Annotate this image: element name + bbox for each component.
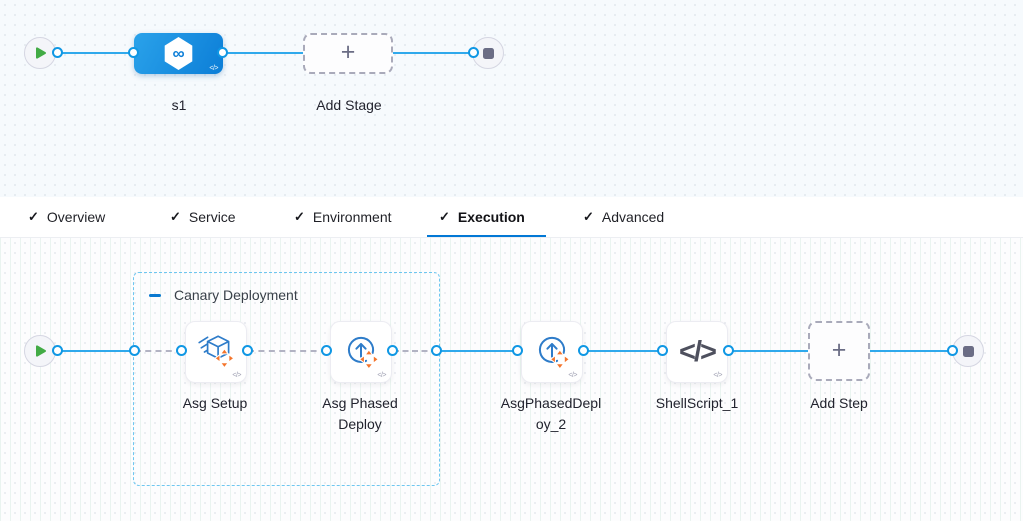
active-tab-underline [427, 235, 546, 237]
connector-node[interactable] [578, 345, 589, 356]
add-step-button[interactable]: + [808, 321, 870, 381]
step-group-canary-deployment[interactable]: Canary Deployment [133, 272, 440, 486]
connector-node[interactable] [657, 345, 668, 356]
execution-graph-canvas[interactable]: Canary Deployment [0, 238, 1023, 521]
step-node-asg-phased-deploy-2[interactable]: </> [521, 321, 583, 383]
infinity-glyph: ∞ [172, 44, 185, 63]
code-view-icon[interactable]: </> [377, 372, 386, 379]
collapse-group-icon[interactable] [149, 293, 161, 297]
stage-node-s1[interactable]: ∞ </> [134, 33, 223, 74]
step-node-asg-setup[interactable]: </> [185, 321, 247, 383]
stop-icon [482, 47, 494, 59]
tab-advanced[interactable]: ✓ Advanced [583, 209, 665, 225]
connector-node[interactable] [468, 47, 479, 58]
group-label[interactable]: Canary Deployment [174, 287, 298, 303]
tab-environment[interactable]: ✓ Environment [294, 209, 392, 225]
plus-icon: + [831, 335, 847, 364]
connector-node[interactable] [512, 345, 523, 356]
tab-service[interactable]: ✓ Service [170, 209, 236, 225]
execution-start-node[interactable] [24, 335, 56, 367]
connector-line [729, 350, 808, 352]
stage-graph-canvas[interactable]: ∞ </> + s1 Add Stage [0, 0, 1023, 197]
code-view-icon[interactable]: </> [232, 372, 241, 379]
check-icon: ✓ [28, 209, 39, 224]
code-view-icon[interactable]: </> [713, 372, 722, 379]
check-icon: ✓ [294, 209, 305, 224]
stage-config-tabs: ✓ Overview ✓ Service ✓ Environment ✓ Exe… [0, 197, 1023, 238]
connector-line-dashed [393, 350, 437, 352]
connector-node[interactable] [52, 345, 63, 356]
code-view-icon[interactable]: </> [568, 372, 577, 379]
connector-node[interactable] [947, 345, 958, 356]
connector-line [393, 52, 469, 54]
connector-node[interactable] [217, 47, 228, 58]
tab-execution[interactable]: ✓ Execution [439, 209, 525, 225]
connector-line-dashed [135, 350, 182, 352]
connector-line [437, 350, 518, 352]
asg-phased-deploy-icon [347, 336, 380, 370]
connector-node[interactable] [723, 345, 734, 356]
connector-node[interactable] [431, 345, 442, 356]
add-stage-button[interactable]: + [303, 33, 393, 74]
plus-icon: + [340, 38, 356, 66]
tab-overview[interactable]: ✓ Overview [28, 209, 106, 225]
step-node-asg-phased-deploy[interactable]: </> [330, 321, 392, 383]
connector-node[interactable] [387, 345, 398, 356]
connector-node[interactable] [176, 345, 187, 356]
step-label[interactable]: Asg Phased Deploy [322, 395, 398, 432]
code-view-icon[interactable]: </> [209, 65, 218, 72]
connector-line [223, 52, 303, 54]
play-icon [35, 345, 46, 357]
add-stage-label[interactable]: Add Stage [316, 97, 382, 113]
connector-node[interactable] [129, 345, 140, 356]
step-label[interactable]: Asg Setup [182, 395, 248, 411]
asg-phased-deploy-icon [538, 336, 571, 370]
shell-script-icon: </> [679, 335, 717, 368]
step-label[interactable]: ShellScript_1 [655, 395, 739, 411]
connector-line [584, 350, 663, 352]
connector-line [57, 350, 135, 352]
connector-node[interactable] [128, 47, 139, 58]
connector-line [870, 350, 948, 352]
cd-stage-icon: ∞ [164, 37, 193, 70]
step-label[interactable]: AsgPhasedDeploy_2 [500, 395, 602, 432]
step-node-shellscript-1[interactable]: </> </> [666, 321, 728, 383]
stop-icon [962, 345, 974, 357]
connector-node[interactable] [242, 345, 253, 356]
group-header: Canary Deployment [149, 287, 298, 303]
check-icon: ✓ [583, 209, 594, 224]
check-icon: ✓ [439, 209, 450, 224]
asg-setup-icon [198, 335, 235, 369]
connector-line-dashed [248, 350, 327, 352]
connector-node[interactable] [321, 345, 332, 356]
connector-line [57, 52, 134, 54]
pipeline-start-node[interactable] [24, 37, 56, 69]
connector-node[interactable] [52, 47, 63, 58]
play-icon [35, 47, 46, 59]
stage-label[interactable]: s1 [171, 97, 187, 113]
add-step-label[interactable]: Add Step [810, 395, 868, 411]
check-icon: ✓ [170, 209, 181, 224]
